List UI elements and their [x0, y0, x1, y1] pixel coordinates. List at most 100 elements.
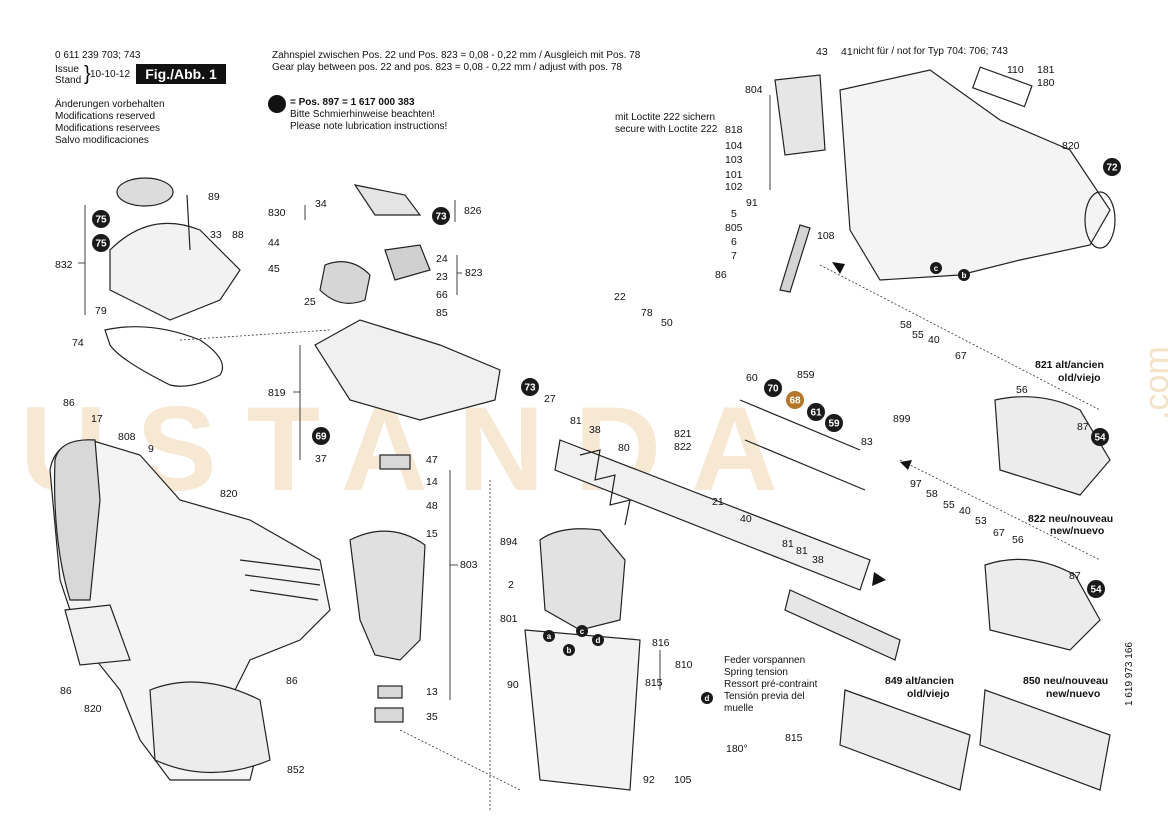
- label-58b: 58: [926, 488, 938, 500]
- callout-c69: 69: [312, 427, 330, 445]
- label-56: 56: [1016, 384, 1028, 396]
- label-40: 40: [740, 513, 752, 525]
- label-38: 38: [589, 424, 601, 436]
- callout-c75a: 75: [92, 210, 110, 228]
- wire-tag-text-d1: d: [596, 636, 601, 645]
- callout-c54b: 54: [1087, 580, 1105, 598]
- label-104: 104: [725, 140, 743, 152]
- spring-80: [579, 449, 631, 526]
- callout-text-c54a: 54: [1094, 433, 1106, 444]
- label-87: 87: [1077, 421, 1089, 433]
- callout-c59: 59: [825, 414, 843, 432]
- variant-821-line1: 821 alt/ancien: [1035, 359, 1104, 371]
- wire-tag-b1: b: [563, 644, 575, 656]
- label-14: 14: [426, 476, 438, 488]
- wire-tag-a1: a: [543, 630, 555, 642]
- label-815: 815: [645, 677, 663, 689]
- variant-849-line1: 849 alt/ancien: [885, 675, 954, 687]
- gasket-74: [104, 326, 224, 387]
- label-81c: 81: [796, 545, 808, 557]
- callout-circle-c75b: [92, 234, 110, 252]
- callout-circle-c69: [312, 427, 330, 445]
- label-821: 821: [674, 428, 692, 440]
- wire-tag-text-a1: a: [547, 632, 552, 641]
- bearing-35: [374, 707, 404, 723]
- modification-notes: Änderungen vorbehalten Modifications res…: [55, 99, 165, 147]
- label-822: 822: [674, 441, 692, 453]
- label-859: 859: [797, 369, 815, 381]
- label-826: 826: [464, 205, 482, 217]
- arrow-head-2: [832, 262, 845, 274]
- label-80: 80: [618, 442, 630, 454]
- label-13: 13: [426, 686, 438, 698]
- spring-note-es: Tensión previa del: [724, 691, 805, 702]
- rings-859: [739, 399, 866, 491]
- spring-note-en: Spring tension: [724, 667, 788, 678]
- spring-note: Feder vorspannen Spring tension Ressort …: [724, 655, 817, 715]
- label-17: 17: [91, 413, 103, 425]
- issue-label: Issue: [55, 64, 79, 75]
- label-86c: 86: [60, 685, 72, 697]
- callout-text-c68: 68: [789, 396, 801, 407]
- callout-c68: 68: [786, 391, 804, 409]
- label-67: 67: [955, 350, 967, 362]
- callout-text-c72: 72: [1106, 163, 1118, 174]
- callout-c54a: 54: [1091, 428, 1109, 446]
- handle-grip-17: [53, 439, 101, 601]
- gear-play-note: Zahnspiel zwischen Pos. 22 und Pos. 823 …: [272, 50, 640, 74]
- label-78: 78: [641, 307, 653, 319]
- angle-label: 180°: [726, 743, 748, 755]
- label-22: 22: [614, 291, 626, 303]
- wire-tag-text-b2: b: [962, 271, 967, 280]
- guide-line-1: [179, 329, 331, 341]
- label-110: 110: [1007, 64, 1024, 76]
- switch-804: [774, 74, 826, 156]
- note-de: Änderungen vorbehalten: [55, 99, 165, 110]
- callout-circle-c72: [1103, 158, 1121, 176]
- variant-821-line2: old/viejo: [1058, 372, 1101, 384]
- label-90: 90: [507, 679, 519, 691]
- label-38b: 38: [812, 554, 824, 566]
- hammer-tube-21: [554, 439, 871, 591]
- label-25: 25: [304, 296, 316, 308]
- label-81b: 81: [782, 538, 794, 550]
- label-47: 47: [426, 454, 438, 466]
- label-34: 34: [315, 198, 327, 210]
- wire-tag-text-c1: c: [580, 627, 585, 636]
- label-5: 5: [731, 208, 737, 220]
- spring-note-es2: muelle: [724, 703, 754, 714]
- label-86b: 86: [286, 675, 298, 687]
- bracket-820b: [64, 604, 131, 666]
- issue-stand-label: Issue Stand: [55, 64, 81, 86]
- guide-line-4: [819, 264, 1101, 411]
- gear-24: [384, 244, 431, 281]
- variant-850-line2: new/nuevo: [1046, 688, 1100, 700]
- label-2: 2: [508, 579, 514, 591]
- callout-text-c75b: 75: [95, 239, 107, 250]
- callout-circle-c75a: [92, 210, 110, 228]
- callout-circle-c54a: [1091, 428, 1109, 446]
- shaft-38: [784, 589, 901, 661]
- label-60: 60: [746, 372, 758, 384]
- arrow-head-1: [872, 572, 886, 586]
- gear-play-en: Gear play between pos. 22 and pos. 823 =…: [272, 62, 622, 73]
- gear-housing-819: [314, 319, 501, 421]
- wire-tag-b2: b: [958, 269, 970, 281]
- label-815b: 815: [785, 732, 803, 744]
- label-87b: 87: [1069, 570, 1081, 582]
- wire-tag-c2: c: [930, 262, 942, 274]
- label-56b: 56: [1012, 534, 1024, 546]
- label-33: 33: [210, 229, 222, 241]
- label-74: 74: [72, 337, 84, 349]
- label-37: 37: [315, 453, 327, 465]
- issue-date: 10-10-12: [90, 69, 131, 80]
- label-820a: 820: [220, 488, 238, 500]
- label-43: 43: [816, 46, 828, 58]
- variant-822-line2: new/nuevo: [1050, 525, 1104, 537]
- lubrication-note: = Pos. 897 = 1 617 000 383 Bitte Schmier…: [290, 97, 447, 133]
- label-801: 801: [500, 613, 518, 625]
- chuck-56a: [994, 396, 1111, 496]
